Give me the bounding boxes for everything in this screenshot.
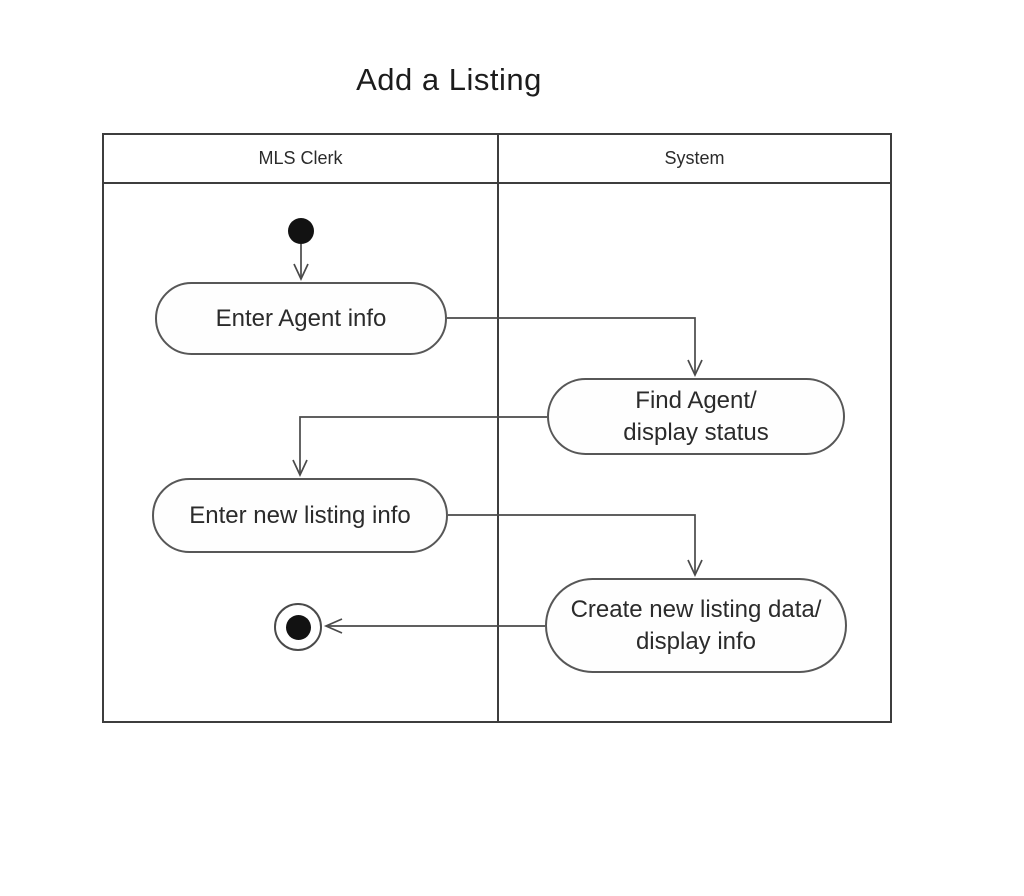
activity-find-agent-display-status: Find Agent/ display status [547, 378, 845, 455]
activity-label: Create new listing data/ display info [570, 595, 822, 655]
lane-header-mls-clerk: MLS Clerk [104, 135, 497, 182]
lane-label-mls-clerk: MLS Clerk [258, 148, 343, 168]
initial-node [288, 218, 314, 244]
final-node-dot [285, 614, 311, 640]
activity-enter-agent-info: Enter Agent info [155, 282, 447, 355]
diagram-title: Add a Listing [356, 62, 542, 97]
final-node [274, 603, 322, 651]
activity-label: Enter new listing info [189, 501, 411, 529]
lane-divider [497, 135, 499, 721]
activity-label: Find Agent/ display status [623, 386, 769, 446]
lane-label-system: System [664, 148, 725, 168]
lane-header-system: System [499, 135, 890, 182]
activity-label: Enter Agent info [215, 304, 387, 332]
activity-create-new-listing-data: Create new listing data/ display info [545, 578, 847, 673]
activity-enter-new-listing-info: Enter new listing info [152, 478, 448, 553]
